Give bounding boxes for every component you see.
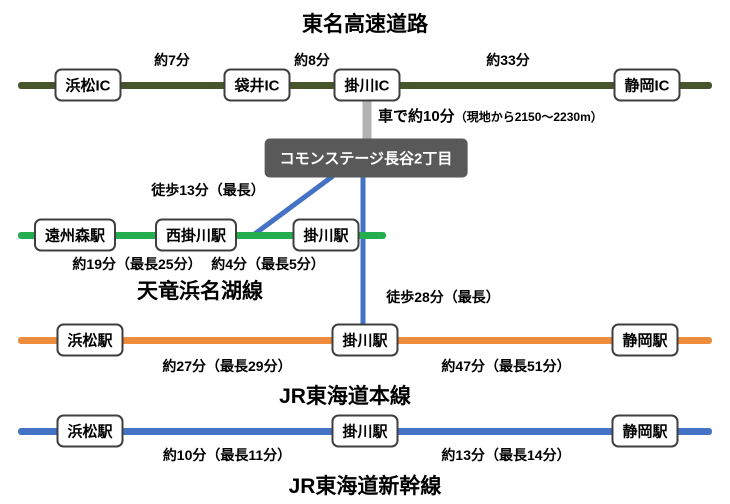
shinkansen-title: JR東海道新幹線 [288, 475, 442, 498]
shinkansen-time-1: 約13分（最長14分） [441, 447, 571, 463]
tomei-time-0: 約7分 [154, 52, 190, 68]
tomei-time-1: 約8分 [294, 52, 330, 68]
station-fukuroi-ic: 袋井IC [223, 68, 291, 102]
station-kakegawa-shinkansen: 掛川駅 [331, 414, 399, 448]
station-shizuoka-jr: 静岡駅 [611, 323, 679, 357]
property-box: コモンステージ長谷2丁目 [264, 138, 468, 178]
shinkansen-time-0: 約10分（最長11分） [162, 447, 292, 463]
station-kakegawa-jr: 掛川駅 [331, 323, 399, 357]
tomei-title: 東名高速道路 [302, 13, 428, 36]
tomei-time-2: 約33分 [486, 52, 530, 68]
tenryu-time-1: 約4分（最長5分） [211, 256, 325, 272]
station-kakegawa-tenryu: 掛川駅 [292, 218, 360, 252]
car-access-label: 車で約10分（現地から2150〜2230m） [378, 105, 603, 126]
jr-main-time-1: 約47分（最長51分） [441, 358, 571, 374]
car-distance-text: （現地から2150〜2230m） [454, 110, 603, 124]
station-hamamatsu-shinkansen: 浜松駅 [56, 414, 124, 448]
walk-jr-label: 徒歩28分（最長） [386, 289, 500, 305]
station-nishi-kakegawa: 西掛川駅 [154, 218, 238, 252]
car-time-text: 車で約10分 [378, 108, 455, 125]
station-shizuoka-shinkansen: 静岡駅 [611, 414, 679, 448]
station-shizuoka-ic: 静岡IC [613, 68, 681, 102]
walk-route-tenryu-connector [250, 173, 335, 239]
station-enshu-mori: 遠州森駅 [33, 218, 117, 252]
tenryu-title: 天竜浜名湖線 [137, 280, 263, 303]
station-hamamatsu-jr: 浜松駅 [56, 323, 124, 357]
jr-main-title: JR東海道本線 [279, 385, 411, 408]
walk-tenryu-label: 徒歩13分（最長） [151, 182, 265, 198]
station-kakegawa-ic: 掛川IC [333, 68, 401, 102]
station-hamamatsu-ic: 浜松IC [54, 68, 122, 102]
jr-main-time-0: 約27分（最長29分） [162, 358, 292, 374]
tenryu-time-0: 約19分（最長25分） [72, 256, 202, 272]
